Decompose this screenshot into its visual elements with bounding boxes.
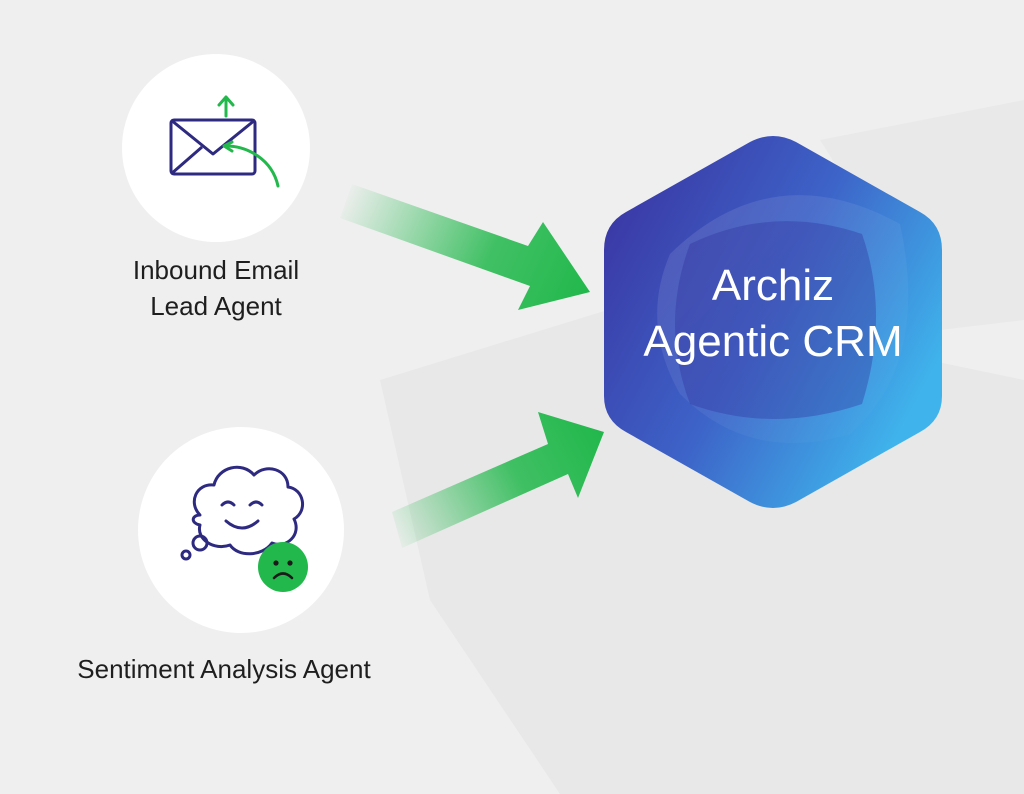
sentiment-agent-label: Sentiment Analysis Agent	[77, 654, 371, 684]
smiling-thought-cloud-icon	[180, 465, 304, 561]
envelope-with-arrow-icon	[169, 95, 280, 188]
crm-title: Archiz Agentic CRM	[600, 258, 946, 370]
email-agent-circle	[122, 54, 310, 242]
crm-hexagon	[604, 136, 942, 508]
crm-title-line2: Agentic CRM	[643, 317, 903, 366]
arrow-email-to-crm	[340, 184, 590, 310]
email-agent-label-line1: Inbound Email	[132, 255, 300, 285]
arrow-sentiment-to-crm	[392, 412, 604, 548]
email-agent-label-line2: Lead Agent	[150, 291, 282, 321]
email-agent-label: Inbound Email Lead Agent	[96, 252, 336, 324]
crm-title-line1: Archiz	[711, 261, 835, 310]
sentiment-agent-circle	[138, 427, 344, 633]
sad-face-icon	[258, 542, 308, 592]
